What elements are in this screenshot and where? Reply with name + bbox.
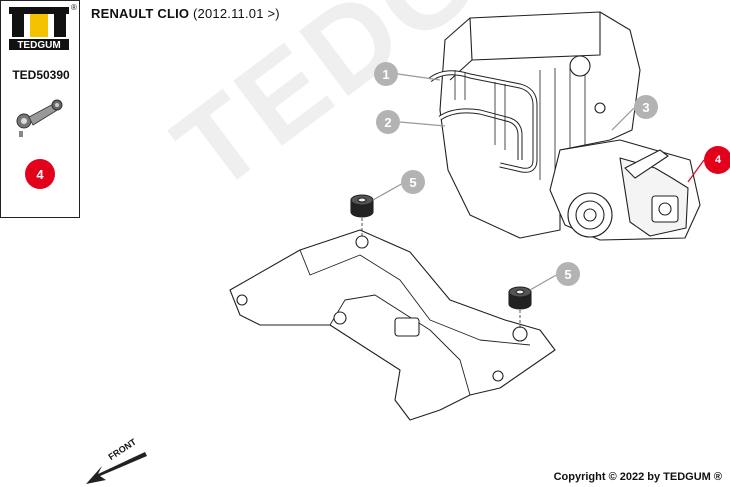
callout-4-highlighted: 4 [704, 146, 730, 174]
front-arrow [86, 452, 147, 484]
callout-5-lower: 5 [556, 262, 580, 286]
engine-mount-thumbnail [16, 99, 63, 137]
subframe-bush-lower [508, 286, 532, 310]
callout-5-upper: 5 [401, 170, 425, 194]
part-info-panel: TEDGUM ® TED50390 4 [0, 0, 80, 218]
callout-1: 1 [374, 62, 398, 86]
subframe [229, 229, 556, 421]
vehicle-model: RENAULT CLIO [91, 6, 190, 21]
subframe-bush-upper [350, 194, 374, 218]
assembly-diagram [86, 11, 705, 484]
position-badge: 4 [25, 159, 55, 189]
tedgum-logo: TEDGUM [9, 7, 69, 51]
callout-3: 3 [634, 95, 658, 119]
callout-2: 2 [376, 110, 400, 134]
brand-name: TEDGUM [17, 40, 60, 51]
part-number: TED50390 [12, 68, 70, 82]
vehicle-years: (2012.11.01 >) [193, 6, 280, 21]
vehicle-title: RENAULT CLIO (2012.11.01 >) [91, 6, 280, 21]
registered-mark: ® [71, 3, 77, 12]
copyright-text: Copyright © 2022 by TEDGUM ® [553, 471, 722, 483]
